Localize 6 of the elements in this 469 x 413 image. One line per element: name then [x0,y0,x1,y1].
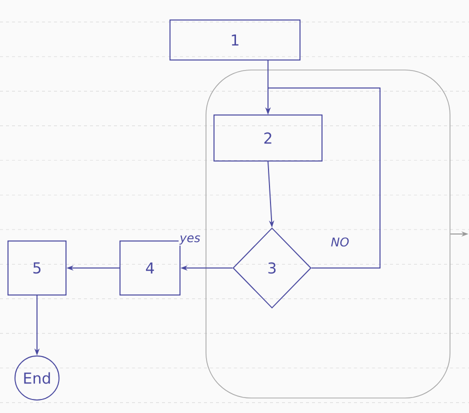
process-box: 1 [170,20,300,60]
edge-label: yes [178,234,202,246]
process-box: 5 [8,240,66,296]
process-box: 2 [214,114,322,162]
process-box: 4 [120,240,180,296]
cloud-outline [206,70,450,398]
